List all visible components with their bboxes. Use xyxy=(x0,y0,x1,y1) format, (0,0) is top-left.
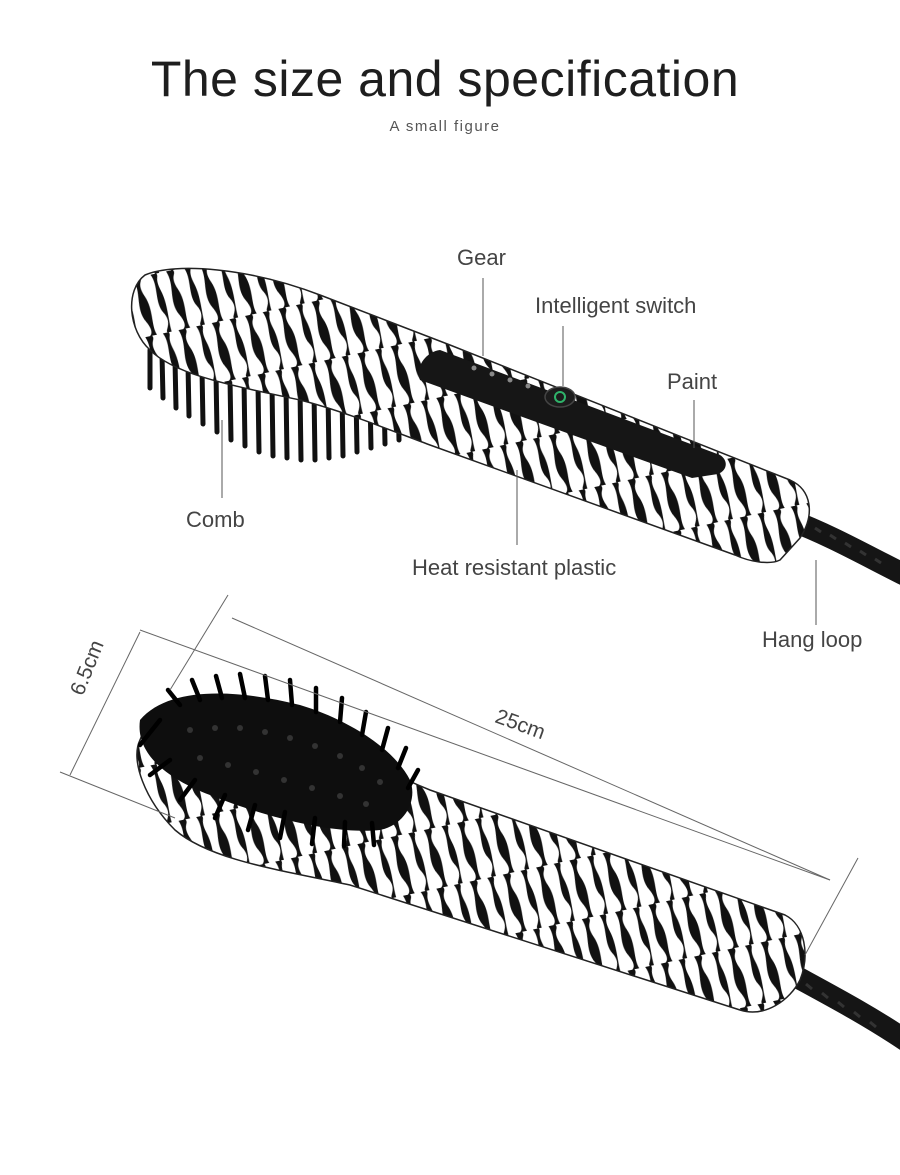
gear-indicators xyxy=(471,365,531,389)
brush-body-top xyxy=(131,267,810,564)
brush-bottom xyxy=(136,671,900,1050)
power-switch-button xyxy=(544,386,576,408)
length-dimension-line xyxy=(231,617,831,881)
comb-bristles-bottom xyxy=(137,671,421,849)
length-extension-end xyxy=(804,857,859,956)
width-extension-top xyxy=(169,594,229,691)
length-extension-top xyxy=(139,629,831,881)
page-title: The size and specification xyxy=(150,51,740,107)
comb-label: Comb xyxy=(186,507,245,532)
intelligent-switch-label: Intelligent switch xyxy=(535,293,697,318)
hang-loop-label: Hang loop xyxy=(762,627,863,652)
dimension-lines xyxy=(59,594,859,956)
page-subtitle: A small figure xyxy=(389,118,501,135)
power-cable-top xyxy=(779,509,900,585)
heat-resistant-plastic-label: Heat resistant plastic xyxy=(412,555,617,580)
paint-label: Paint xyxy=(667,369,718,394)
bristle-tips xyxy=(187,725,383,807)
width-dimension-line xyxy=(69,631,141,776)
control-panel xyxy=(418,350,726,478)
power-icon xyxy=(554,391,566,403)
brush-top xyxy=(131,267,900,585)
gear-label: Gear xyxy=(457,245,506,270)
width-extension-bottom xyxy=(59,771,176,819)
comb-head xyxy=(139,693,413,831)
